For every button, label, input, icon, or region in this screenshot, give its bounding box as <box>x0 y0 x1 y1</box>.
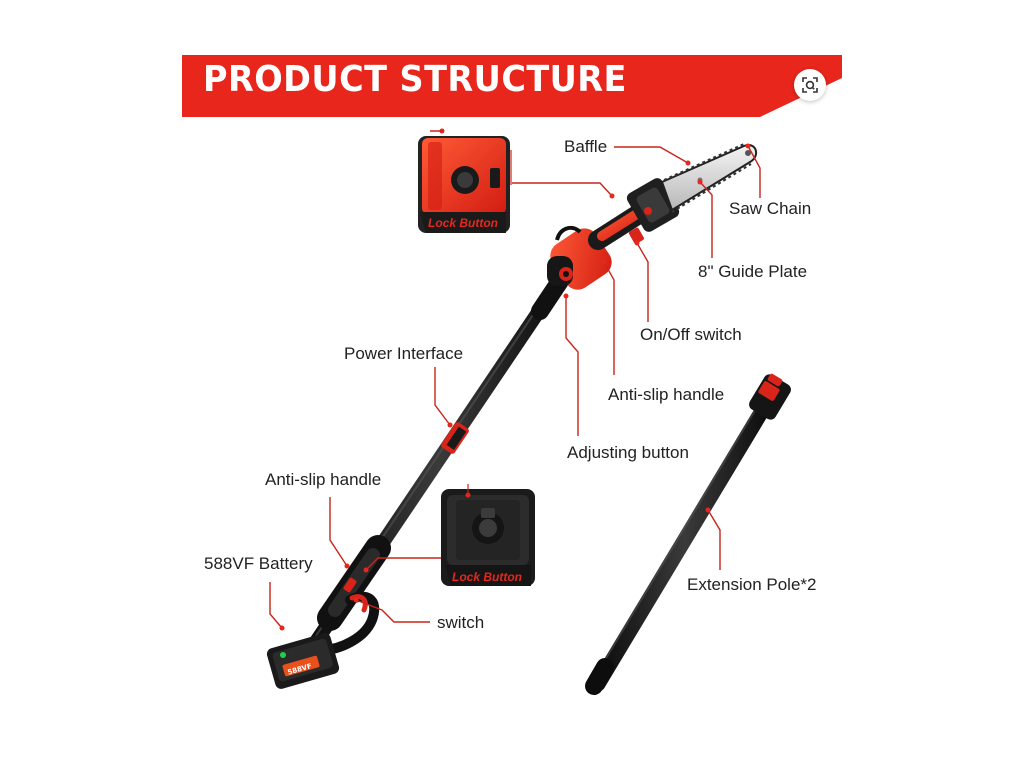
inset-lock-button-top <box>418 128 512 233</box>
label-adjusting-button: Adjusting button <box>567 443 689 462</box>
motor-head <box>547 178 680 290</box>
label-switch: switch <box>437 613 485 632</box>
label-baffle: Baffle <box>564 137 608 156</box>
leader-switch <box>355 599 430 623</box>
battery-pack: 588VF <box>266 633 340 689</box>
leader-power-interface <box>434 367 451 426</box>
visual-search-button[interactable] <box>794 69 826 101</box>
power-interface-joint <box>441 422 469 454</box>
leader-lock-button-top <box>512 182 613 197</box>
leader-on-off-switch <box>636 242 649 322</box>
label-anti-slip-handle-top: Anti-slip handle <box>608 385 725 404</box>
label-anti-slip-handle-bottom: Anti-slip handle <box>265 470 382 489</box>
header-banner <box>182 55 842 117</box>
lock-button-caption-top: Lock Button <box>428 216 498 230</box>
leader-guide-plate <box>699 181 713 258</box>
lens-search-icon <box>802 77 818 93</box>
lock-button-caption-bottom: Lock Button <box>452 570 522 584</box>
leader-anti-slip-handle-top <box>603 261 615 375</box>
label-power-interface: Power Interface <box>344 344 464 363</box>
leader-anti-slip-handle-bottom <box>329 497 348 567</box>
lower-grip <box>317 535 391 655</box>
label-guide-plate: 8" Guide Plate <box>698 262 808 281</box>
leader-lock-button-bottom <box>365 557 441 571</box>
callout-leader-lines <box>269 143 761 631</box>
leader-battery <box>269 582 283 629</box>
leader-extension-pole <box>707 509 721 570</box>
label-battery: 588VF Battery <box>204 554 313 573</box>
label-saw-chain: Saw Chain <box>729 199 812 218</box>
inset-lock-button-bottom <box>441 484 535 586</box>
label-extension-pole: Extension Pole*2 <box>687 575 817 594</box>
page-title: PRODUCT STRUCTURE <box>203 59 627 100</box>
extension-pole <box>585 373 791 695</box>
label-on-off-switch: On/Off switch <box>640 325 742 344</box>
leader-adjusting-button <box>565 296 579 436</box>
pole-saw: 588VF <box>266 143 758 689</box>
leader-baffle <box>614 146 689 164</box>
leader-saw-chain <box>747 145 761 198</box>
